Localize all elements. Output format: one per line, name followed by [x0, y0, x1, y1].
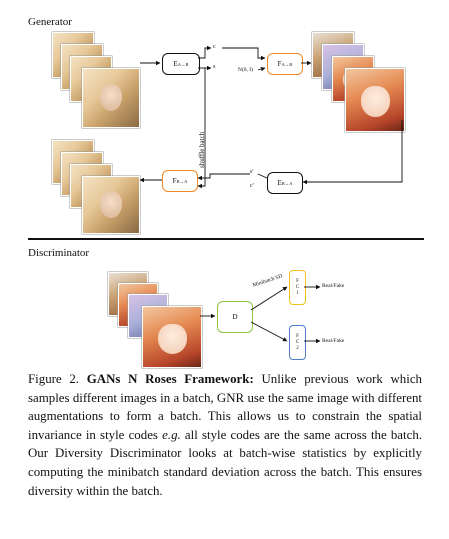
section-divider: [28, 238, 424, 240]
diagram-arrows: [139, 45, 403, 344]
figure-caption: Figure 2. GANs N Roses Framework: Unlike…: [28, 370, 422, 500]
discriminator-section-label: Discriminator: [28, 247, 90, 259]
caption-text-part-1: Unlike previous work which samples diffe…: [28, 372, 423, 442]
arrow-d-to-fc2: [250, 321, 288, 342]
decoder-b-to-a-label: F: [172, 177, 177, 185]
noise-label: N(0, I): [238, 67, 253, 73]
arrow-output-to-inverse-encoder: [302, 120, 403, 185]
encoder-a-to-b-sub: A→B: [177, 61, 189, 67]
decoder-b-to-a-sub: B→A: [176, 178, 188, 184]
style-code-label: s: [213, 64, 216, 70]
encoder-b-to-a-label: E: [277, 179, 282, 187]
discriminator-box: D: [217, 301, 253, 333]
arrow-encoder-to-c: [198, 45, 212, 59]
input-image: [82, 68, 140, 128]
arrow-inverse-encoder-to-sprime: [257, 173, 268, 179]
arrow-sprime-to-inverse-decoder: [197, 173, 250, 181]
decoder-a-to-b-label: F: [277, 60, 282, 68]
s-prime-label: s': [250, 169, 254, 175]
arrow-c-shuffle: [197, 68, 206, 189]
fc2-box: F C 2: [289, 325, 306, 360]
fc1-output-label: Real/Fake: [322, 283, 345, 289]
content-code-label: c: [213, 44, 216, 50]
caption-figure-number: Figure 2.: [28, 372, 80, 386]
c-prime-label: c': [250, 183, 254, 189]
reconstructed-image: [82, 176, 140, 234]
arrow-d-to-fc1: [250, 286, 288, 311]
discriminator-box-label: D: [232, 313, 238, 321]
encoder-a-to-b-label: E: [173, 60, 178, 68]
generator-section-label: Generator: [28, 16, 72, 28]
caption-text-part-2: all style codes are the same across the …: [28, 427, 423, 498]
caption-eg: e.g.: [162, 427, 181, 442]
discriminator-input-image: [142, 306, 202, 368]
decoder-a-to-b-sub: A→B: [281, 61, 293, 67]
caption-title: GANs N Roses Framework:: [86, 372, 254, 386]
arrow-c-to-decoder: [222, 47, 266, 61]
arrow-noise-to-decoder: [257, 66, 266, 72]
output-anime-image: [345, 68, 405, 132]
fc2-output-label: Real/Fake: [322, 338, 345, 344]
encoder-b-to-a-sub: B→A: [281, 180, 293, 186]
fc1-box: F C 1: [289, 270, 306, 305]
fc1-label: F C 1: [295, 278, 300, 296]
fc2-label: F C 2: [295, 333, 300, 351]
